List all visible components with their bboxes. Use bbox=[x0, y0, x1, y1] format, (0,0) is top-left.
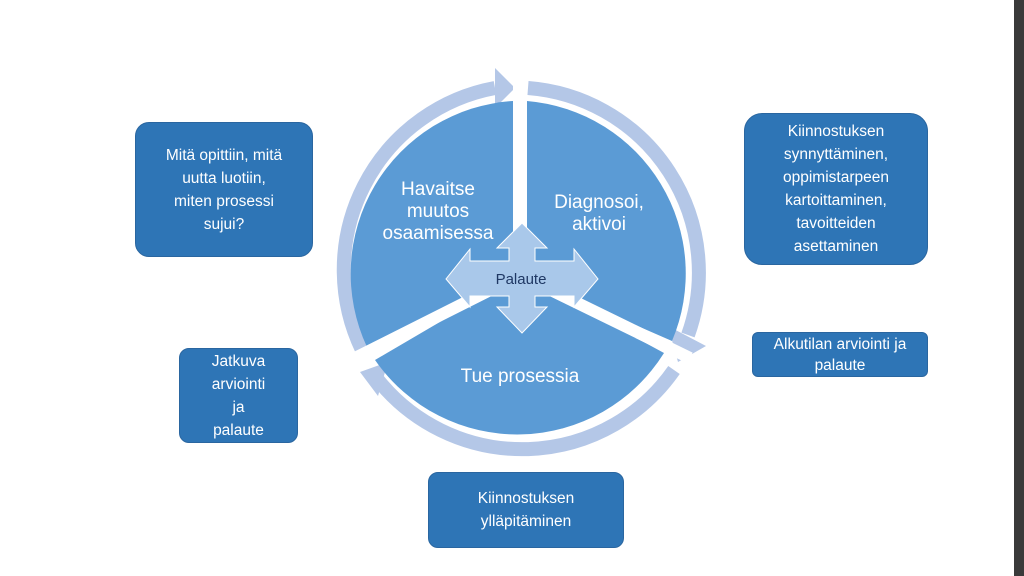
slide-edge-strip bbox=[1014, 0, 1024, 576]
segment-label-top-left: Havaitse muutos osaamisessa bbox=[382, 179, 494, 244]
segment-label-bottom: Tue prosessia bbox=[460, 366, 580, 387]
note-bottom: Kiinnostuksen ylläpitäminen bbox=[428, 472, 624, 548]
ring-arrowhead-top bbox=[495, 68, 515, 108]
cycle-ring bbox=[336, 68, 706, 457]
note-top-right: Kiinnostuksen synnyttäminen, oppimistarp… bbox=[744, 113, 928, 265]
ring-arc-bottom bbox=[372, 365, 680, 457]
ring-arc-top-left bbox=[336, 81, 497, 354]
note-mid-right: Alkutilan arviointi ja palaute bbox=[752, 332, 928, 377]
note-top-left: Mitä opittiin, mitä uutta luotiin, miten… bbox=[135, 122, 313, 257]
ring-arrowhead-left bbox=[360, 362, 388, 396]
note-mid-left: Jatkuva arviointi ja palaute bbox=[179, 348, 298, 443]
segment-label-top-right: Diagnosoi, aktivoi bbox=[554, 192, 644, 235]
ring-arc-right bbox=[527, 81, 706, 338]
center-label: Palaute bbox=[495, 271, 547, 288]
four-way-arrow-icon bbox=[445, 222, 599, 334]
